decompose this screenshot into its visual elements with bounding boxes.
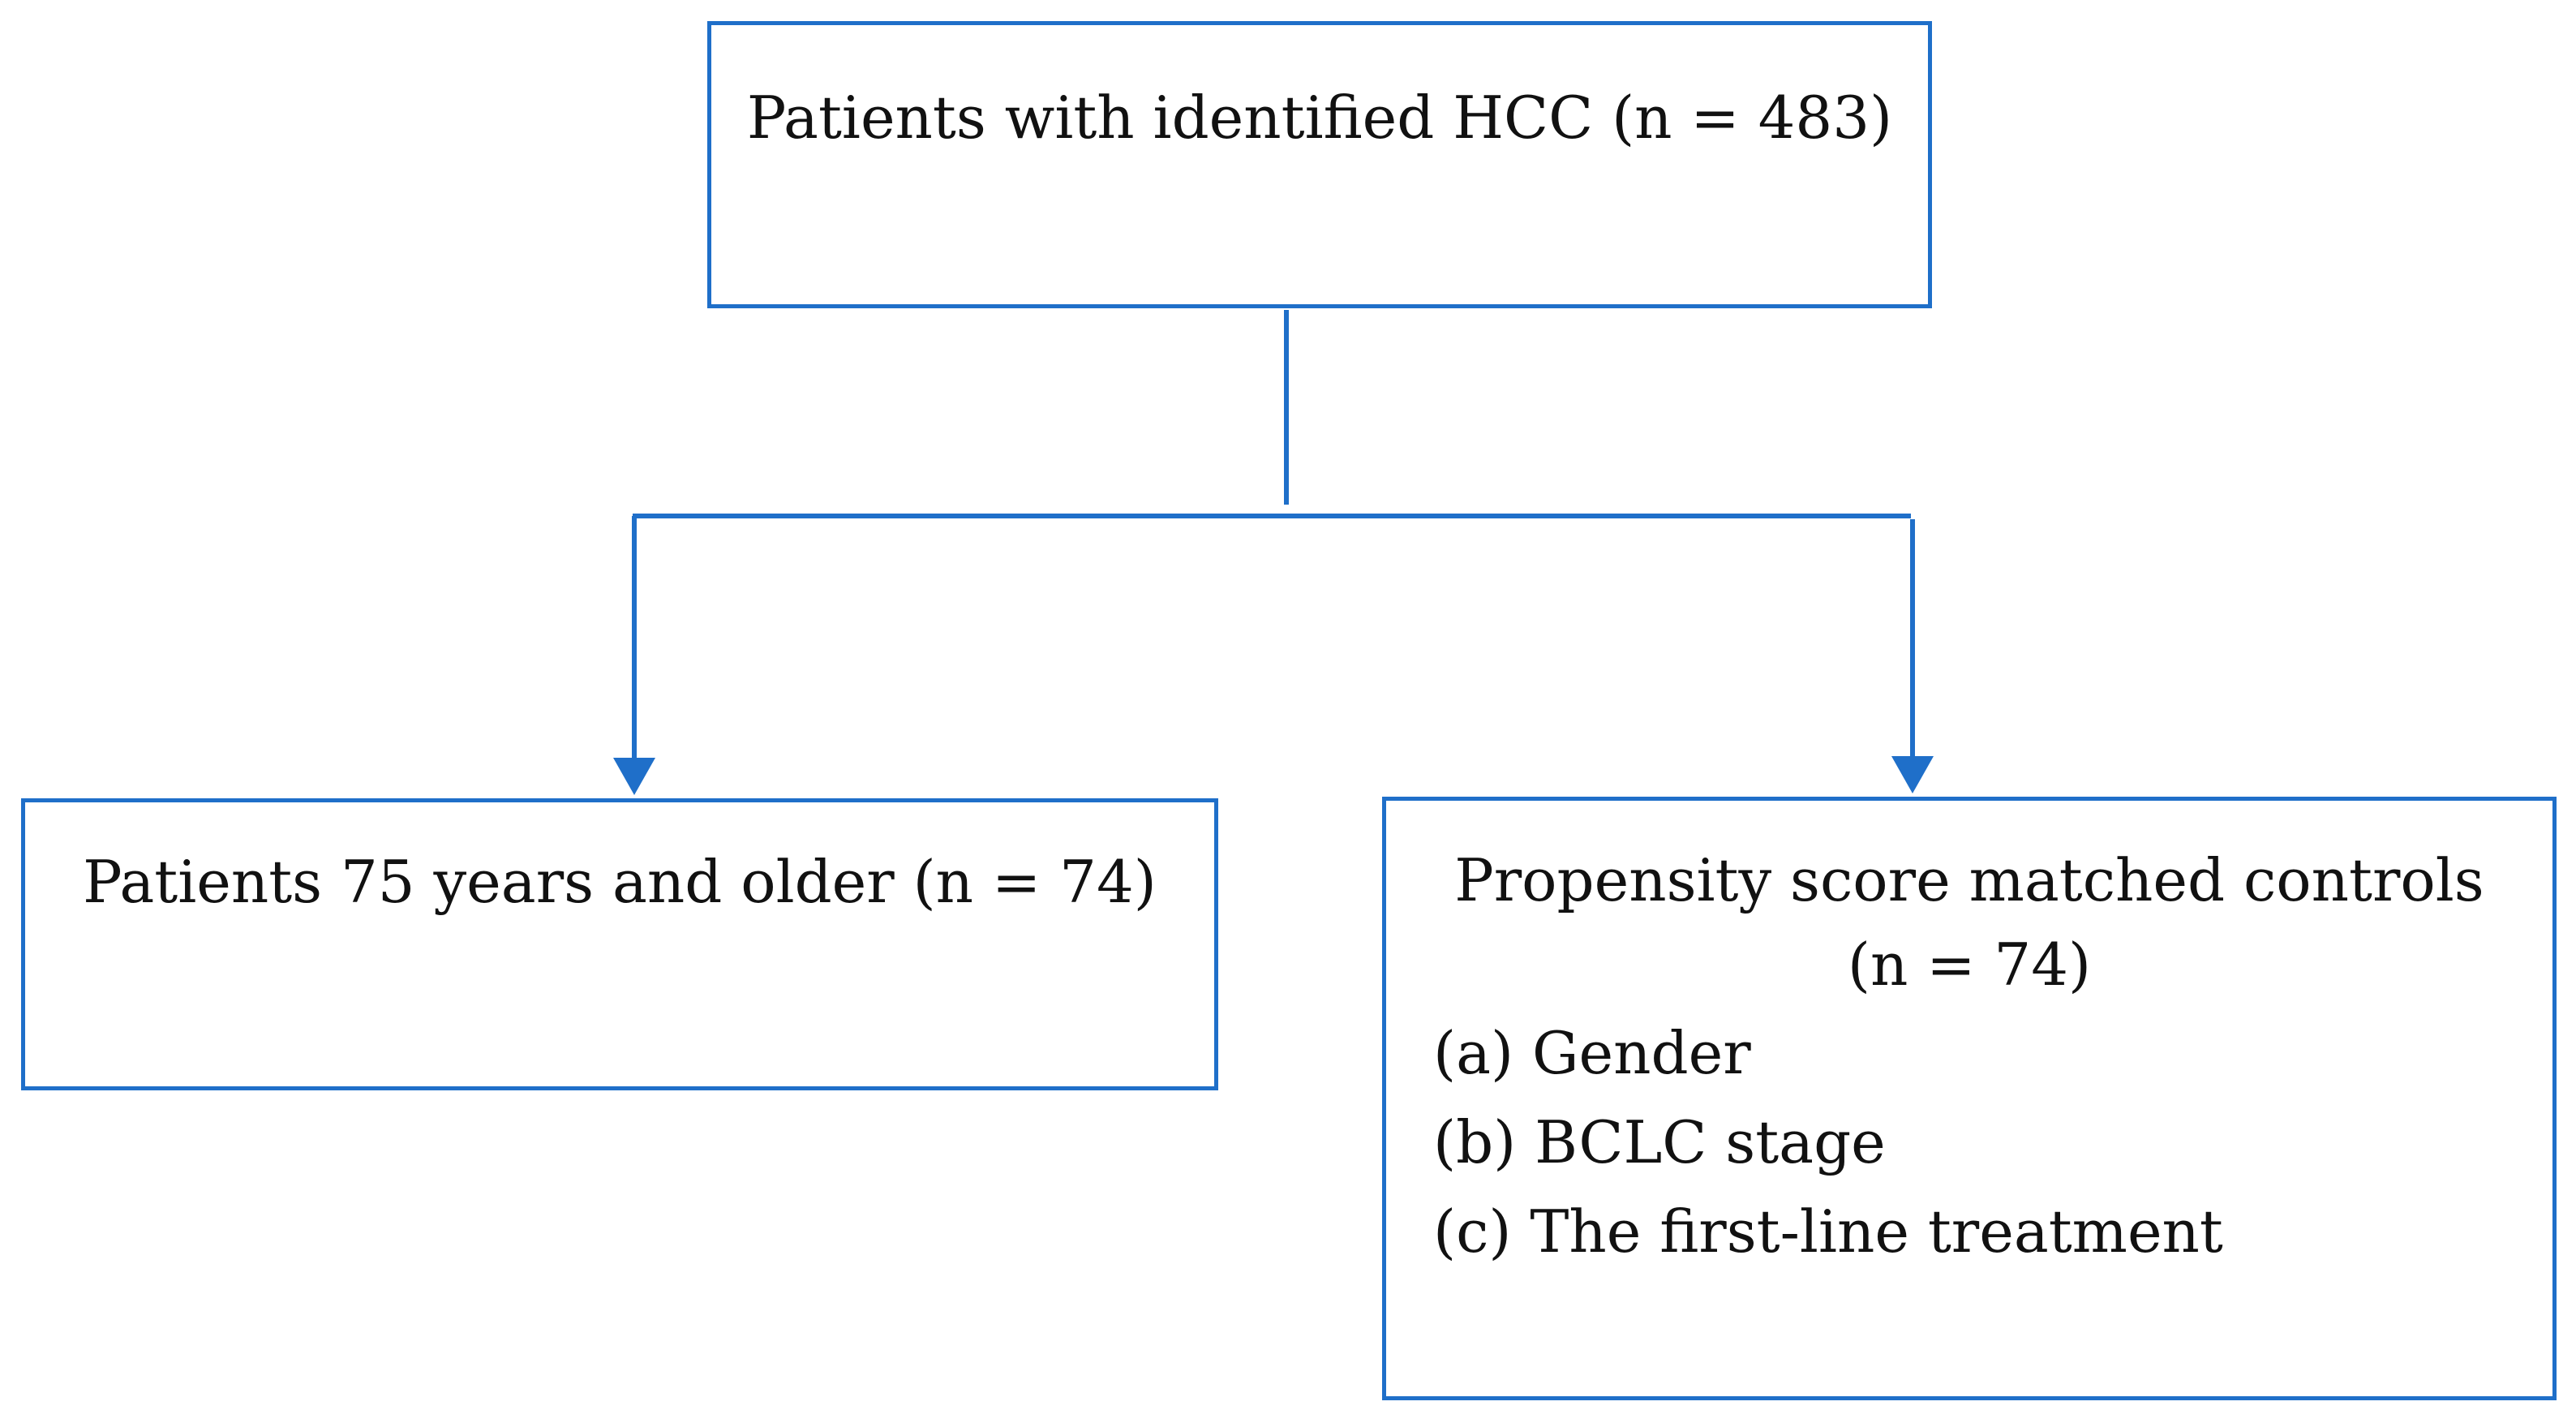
arrowhead-left	[613, 758, 655, 795]
box-all-hcc-patients: Patients with identified HCC (n = 483)	[707, 21, 1932, 308]
arrowhead-right	[1891, 756, 1934, 793]
matching-criterion: (c) The first-line treatment	[1433, 1197, 2223, 1266]
box-matched-controls: Propensity score matched controls (n = 7…	[1382, 797, 2557, 1400]
matching-criteria-list: (a) Gender (b) BCLC stage (c) The first-…	[1433, 1008, 2223, 1276]
box-elderly-patients-label: Patients 75 years and older (n = 74)	[83, 848, 1157, 916]
box-elderly-patients: Patients 75 years and older (n = 74)	[21, 798, 1218, 1090]
box-matched-controls-count: (n = 74)	[1847, 931, 2092, 999]
matching-criterion: (a) Gender	[1433, 1019, 1751, 1087]
matching-criterion: (b) BCLC stage	[1433, 1108, 1886, 1176]
box-all-hcc-patients-label: Patients with identified HCC (n = 483)	[746, 84, 1893, 152]
box-matched-controls-label: Propensity score matched controls	[1454, 846, 2484, 914]
